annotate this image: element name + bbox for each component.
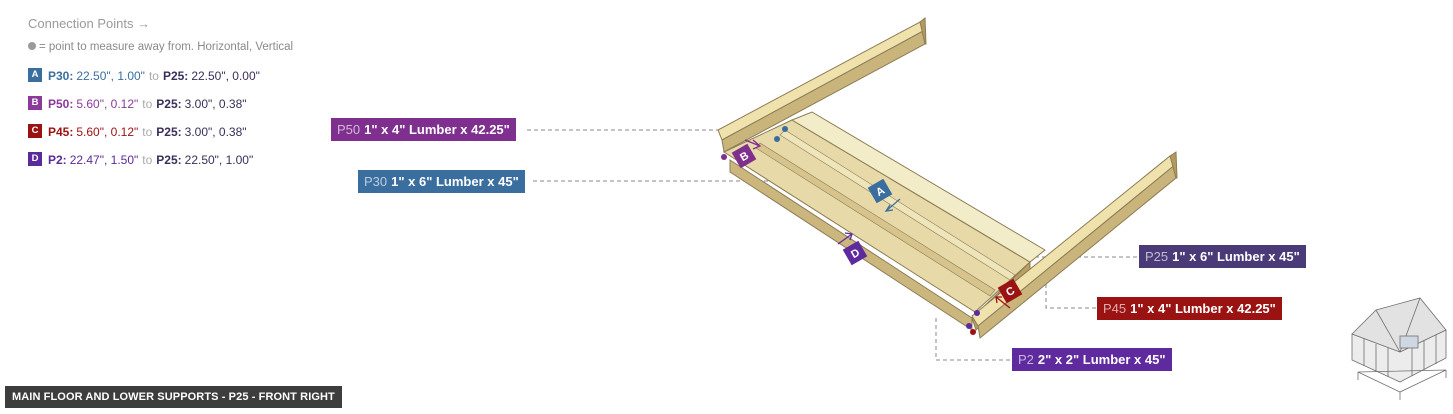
point-dot: [721, 154, 727, 160]
legend-title: Connection Points →: [28, 16, 151, 31]
legend-from-values: 22.50", 1.00": [76, 69, 145, 83]
legend-to-word: to: [148, 69, 159, 83]
point-dot: [774, 136, 780, 142]
arrow-icon: [995, 296, 1011, 309]
marker-d: D: [842, 240, 868, 266]
legend-to-values: 22.50", 1.00": [184, 153, 254, 167]
legend-to-values: 3.00", 0.38": [184, 97, 247, 111]
marker-c: C: [997, 278, 1023, 304]
part-tag-id: P50: [337, 122, 361, 137]
legend-badge: B: [28, 96, 42, 110]
floor-boards: [722, 111, 1046, 331]
legend-to-part: P25:: [156, 97, 182, 111]
legend-to-values: 3.00", 0.38": [184, 125, 247, 139]
legend-from-part: P2:: [48, 153, 67, 167]
connection-point-dots: [721, 126, 980, 335]
legend-to-word: to: [142, 125, 153, 139]
point-dot: [782, 126, 788, 132]
part-tag-id: P2: [1018, 352, 1034, 367]
point-dot: [974, 310, 980, 316]
front-right-rail: [971, 151, 1178, 339]
point-dot: [970, 329, 976, 335]
leader-line-p45: [1045, 270, 1097, 309]
part-tag-text: 1" x 6" Lumber x 45": [1172, 249, 1300, 264]
arrow-icon: [744, 139, 762, 150]
legend-to-part: P25:: [156, 153, 182, 167]
measure-point-dot-icon: [28, 42, 36, 50]
legend-from-part: P30:: [48, 69, 74, 83]
legend-to-values: 22.50", 0.00": [191, 69, 260, 83]
legend-note-text: = point to measure away from. Horizontal…: [39, 41, 294, 53]
arrow-icon: [837, 232, 853, 245]
legend-to-word: to: [142, 153, 153, 167]
legend-from-values: 22.47", 1.50": [69, 153, 139, 167]
part-tag-text: 1" x 4" Lumber x 42.25": [1130, 301, 1276, 316]
part-tag-id: P30: [364, 174, 388, 189]
legend-from-values: 5.60", 0.12": [76, 97, 139, 111]
house-thumbnail-icon[interactable]: [1351, 297, 1447, 400]
marker-b: B: [731, 143, 757, 169]
marker-a: A: [867, 178, 893, 204]
point-dot: [966, 323, 972, 329]
part-tag-text: 1" x 6" Lumber x 45": [391, 174, 519, 189]
legend-to-part: P25:: [162, 69, 189, 83]
part-tag-text: 2" x 2" Lumber x 45": [1037, 352, 1166, 367]
direction-arrows: [744, 139, 1011, 309]
legend-from-values: 5.60", 0.12": [76, 125, 139, 139]
legend-badge: C: [28, 124, 42, 138]
legend-note: = point to measure away from. Horizontal…: [28, 41, 293, 53]
view-caption: MAIN FLOOR AND LOWER SUPPORTS - P25 - FR…: [5, 386, 342, 408]
connection-points-legend: Connection Points → = point to measure a…: [28, 16, 293, 181]
legend-from-part: P45:: [48, 125, 74, 139]
legend-to-part: P25:: [156, 125, 182, 139]
part-tag-id: P25: [1145, 249, 1169, 264]
legend-badge: D: [28, 152, 42, 166]
part-tag-text: 1" x 4" Lumber x 42.25": [364, 122, 510, 137]
arrow-icon: [884, 198, 901, 212]
leader-line-p2: [935, 318, 1012, 361]
back-left-rail: [717, 16, 927, 153]
part-tag-id: P45: [1103, 301, 1127, 316]
legend-to-word: to: [142, 97, 153, 111]
legend-from-part: P50:: [48, 97, 74, 111]
legend-badge: A: [28, 68, 42, 82]
